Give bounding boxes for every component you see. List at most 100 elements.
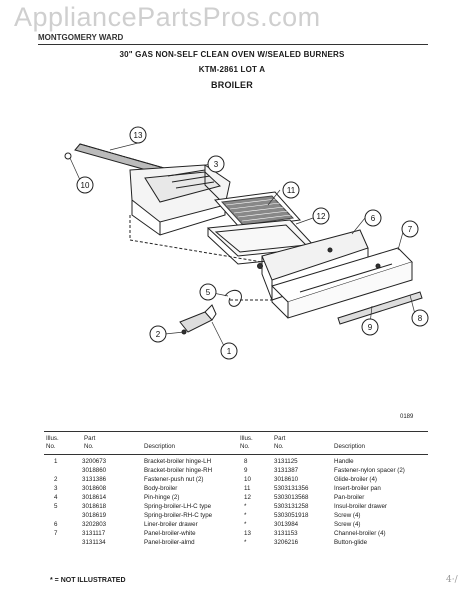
callout-layer: 13 10 3 11 12 6 7 5 2 1 9 8	[76, 126, 429, 360]
callout-11: 11	[282, 181, 300, 199]
left-row-illus: 2	[54, 476, 58, 483]
svg-text:1: 1	[227, 347, 232, 356]
callout-9: 9	[361, 318, 379, 336]
right-row-illus: 12	[244, 494, 251, 501]
right-row-part: 3131153	[274, 530, 298, 537]
svg-text:7: 7	[408, 225, 413, 234]
left-row-desc: Liner-broiler drawer	[144, 521, 198, 528]
bracket-broiler-hinge-part	[179, 304, 217, 335]
left-row-desc: Bracket-broiler hinge-LH	[144, 458, 212, 465]
right-row-illus: *	[244, 503, 247, 510]
left-row-illus: 3	[54, 485, 58, 492]
corner-mark: 4·/	[446, 575, 458, 585]
spring-broiler-part	[224, 289, 242, 307]
left-row-desc: Panel-broiler-almd	[144, 539, 195, 546]
left-row-desc: Panel-broiler-white	[144, 530, 196, 537]
right-row-desc: Screw (4)	[334, 512, 361, 519]
left-row-part: 3018860	[82, 467, 107, 474]
left-row-part: 3202803	[82, 521, 107, 528]
handle-part	[337, 291, 423, 325]
left-row-illus: 4	[54, 494, 58, 501]
footnote: * = NOT ILLUSTRATED	[50, 577, 126, 584]
right-row-part: 3018610	[274, 476, 299, 483]
right-row-part: 5303131356	[274, 485, 309, 492]
left-row-desc: Fastener-push nut (2)	[144, 476, 204, 483]
callout-7: 7	[401, 220, 419, 238]
right-row-desc: Fastener-nylon spacer (2)	[334, 467, 405, 474]
left-row-desc: Body-broiler	[144, 485, 178, 492]
svg-text:13: 13	[134, 131, 143, 140]
right-row-part: 3131125	[274, 458, 298, 465]
svg-text:6: 6	[371, 214, 376, 223]
right-row-desc: Insul-broiler drawer	[334, 503, 387, 510]
insert-broiler-pan-part	[213, 191, 302, 229]
right-row-illus: 11	[244, 485, 251, 492]
header-strip: MONTGOMERY WARD	[38, 33, 124, 42]
left-row-part: 3131117	[82, 530, 106, 537]
svg-text:8: 8	[418, 314, 423, 323]
right-row-desc: Channel-broiler (4)	[334, 530, 386, 537]
callout-12: 12	[312, 207, 330, 225]
left-row-illus: 6	[54, 521, 58, 528]
callout-2: 2	[149, 325, 167, 343]
svg-text:10: 10	[81, 181, 90, 190]
hdr-illus: Illus.No.	[46, 435, 59, 450]
document-title: 30" GAS NON-SELF CLEAN OVEN W/SEALED BUR…	[119, 50, 345, 59]
left-row-desc: Pin-hinge (2)	[144, 494, 180, 501]
svg-text:11: 11	[287, 186, 296, 195]
left-row-part: 3018608	[82, 485, 107, 492]
left-row-part: 3018619	[82, 512, 107, 519]
callout-6: 6	[364, 209, 382, 227]
right-row-desc: Glide-broiler (4)	[334, 476, 377, 483]
header-rule	[38, 44, 428, 45]
callout-5: 5	[199, 283, 217, 301]
section-title: BROILER	[211, 80, 253, 90]
left-row-part: 3131386	[82, 476, 107, 483]
callout-1: 1	[220, 342, 238, 360]
left-row-illus: 5	[54, 503, 58, 510]
right-row-illus: 8	[244, 458, 248, 465]
right-row-part: 5303013568	[274, 494, 309, 501]
right-row-illus: *	[244, 521, 247, 528]
right-row-illus: *	[244, 512, 247, 519]
left-row-desc: Spring-broiler-RH-C type	[144, 512, 213, 519]
right-row-desc: Handle	[334, 458, 354, 465]
exploded-parts-diagram: 13 10 3 11 12 6 7 5 2 1 9 8	[64, 126, 429, 360]
svg-text:3: 3	[214, 160, 219, 169]
right-row-part: 5303131258	[274, 503, 309, 510]
right-row-desc: Insert-broiler pan	[334, 485, 381, 492]
left-row-part: 3018614	[82, 494, 107, 501]
right-row-part: 5303051918	[274, 512, 309, 519]
hdr-illus-right: Illus.No.	[240, 435, 253, 450]
svg-text:12: 12	[317, 212, 326, 221]
hdr-description: Description	[144, 443, 175, 450]
right-row-illus: 13	[244, 530, 251, 537]
right-row-desc: Screw (4)	[334, 521, 361, 528]
callout-3: 3	[207, 155, 225, 173]
right-row-part: 3206216	[274, 539, 299, 546]
watermark: AppliancePartsPros.com	[14, 2, 321, 32]
right-row-part: 3131387	[274, 467, 299, 474]
right-row-desc: Button-glide	[334, 539, 368, 546]
right-row-illus: 9	[244, 467, 248, 474]
right-row-part: 3013984	[274, 521, 299, 528]
left-row-illus: 7	[54, 530, 58, 537]
left-row-desc: Spring-broiler-LH-C type	[144, 503, 212, 510]
right-row-desc: Pan-broiler	[334, 494, 365, 501]
svg-text:2: 2	[156, 330, 161, 339]
left-row-illus: 1	[54, 458, 58, 465]
svg-text:9: 9	[368, 323, 373, 332]
right-row-illus: 10	[244, 476, 251, 483]
model-number: KTM-2861 LOT A	[198, 65, 266, 74]
right-row-illus: *	[244, 539, 247, 546]
left-row-part: 3018618	[82, 503, 107, 510]
left-row-part: 3200673	[82, 458, 107, 465]
callout-10: 10	[76, 176, 94, 194]
callout-13: 13	[129, 126, 147, 144]
panel-broiler-part	[271, 247, 413, 319]
svg-text:5: 5	[206, 288, 211, 297]
hdr-description-right: Description	[334, 443, 365, 450]
